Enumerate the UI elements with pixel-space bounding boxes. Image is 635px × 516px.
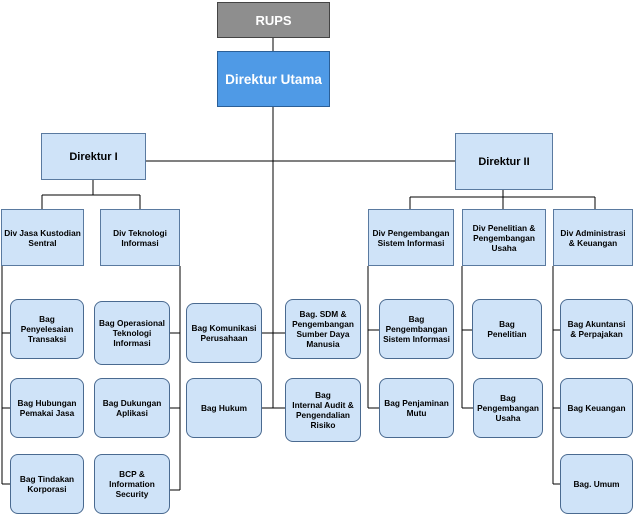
- bag-penjaminan-mutu-box: Bag Penjaminan Mutu: [379, 378, 454, 438]
- bag-komunikasi-perusahaan-box: Bag Komunikasi Perusahaan: [186, 303, 262, 363]
- bag-hubungan-pemakai-jasa-box: Bag Hubungan Pemakai Jasa: [10, 378, 84, 438]
- bag-akuntansi-perpajakan-box: Bag Akuntansi & Perpajakan: [560, 299, 633, 359]
- direktur-2-box: Direktur II: [455, 133, 553, 190]
- div-teknologi-informasi-box: Div Teknologi Informasi: [100, 209, 180, 266]
- bag-pengembangan-usaha-box: Bag Pengembangan Usaha: [473, 378, 543, 438]
- bag-operasional-ti-box: Bag Operasional Teknologi Informasi: [94, 301, 170, 365]
- bag-tindakan-korporasi-box: Bag Tindakan Korporasi: [10, 454, 84, 514]
- div-pengembangan-si-box: Div Pengembangan Sistem Informasi: [368, 209, 454, 266]
- bag-dukungan-aplikasi-box: Bag Dukungan Aplikasi: [94, 378, 170, 438]
- div-jasa-kustodian-box: Div Jasa Kustodian Sentral: [1, 209, 84, 266]
- bag-internal-audit-box: Bag Internal Audit & Pengendalian Risiko: [285, 378, 361, 442]
- bag-penelitian-box: Bag Penelitian: [472, 299, 542, 359]
- rups-box: RUPS: [217, 2, 330, 38]
- bag-umum-box: Bag. Umum: [560, 454, 633, 514]
- bag-hukum-box: Bag Hukum: [186, 378, 262, 438]
- direktur-utama-box: Direktur Utama: [217, 51, 330, 107]
- bag-keuangan-box: Bag Keuangan: [560, 378, 633, 438]
- bag-penyelesaian-transaksi-box: Bag Penyelesaian Transaksi: [10, 299, 84, 359]
- div-administrasi-box: Div Administrasi & Keuangan: [553, 209, 633, 266]
- bag-sdm-box: Bag. SDM & Pengembangan Sumber Daya Manu…: [285, 299, 361, 359]
- direktur-1-box: Direktur I: [41, 133, 146, 180]
- div-penelitian-box: Div Penelitian & Pengembangan Usaha: [462, 209, 546, 266]
- bag-pengembangan-si-box: Bag Pengembangan Sistem Informasi: [379, 299, 454, 359]
- bcp-information-security-box: BCP & Information Security: [94, 454, 170, 514]
